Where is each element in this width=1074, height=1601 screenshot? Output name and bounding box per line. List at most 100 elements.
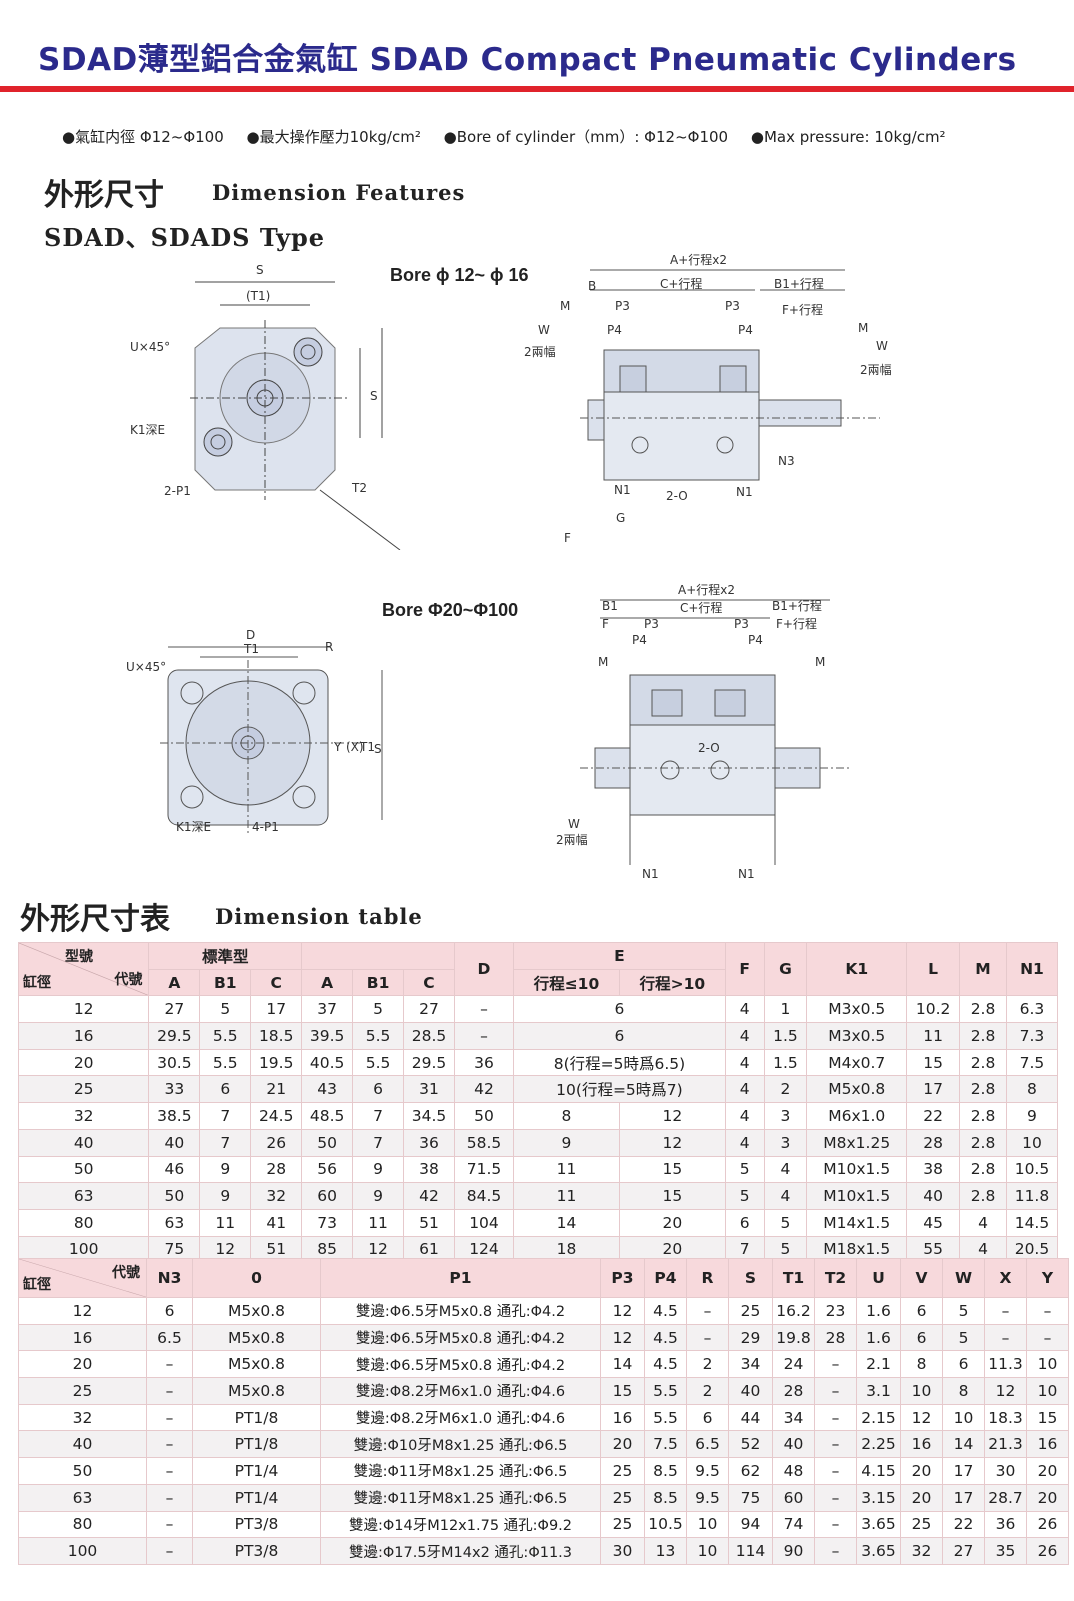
table-cell: 16: [1026, 1430, 1069, 1459]
table-cell: 36: [403, 1128, 455, 1157]
table-cell: 3.65: [856, 1510, 901, 1539]
table-cell: 29: [728, 1323, 773, 1352]
table-cell: 43: [301, 1075, 354, 1104]
table-cell: 雙邊:Φ6.5牙M5x0.8 通孔:Φ4.2: [320, 1323, 601, 1352]
dim-w-right: W: [876, 339, 888, 353]
dim-w-left: W: [538, 323, 550, 337]
table-cell: 8: [513, 1102, 620, 1130]
table-cell: 25: [600, 1483, 645, 1512]
dim-t1-side: T1: [359, 740, 375, 754]
table-cell: 12: [600, 1323, 645, 1352]
dim-p4-large-right: P4: [748, 633, 763, 647]
table-cell: 50: [148, 1182, 201, 1210]
table-cell: –: [984, 1297, 1027, 1325]
table-cell: 28: [250, 1155, 303, 1184]
table-cell: 32: [18, 1403, 147, 1432]
table-cell: 20: [1026, 1483, 1069, 1512]
table-cell: 雙邊:Φ17.5牙M14x2 通孔:Φ11.3: [320, 1537, 601, 1565]
table-cell: 62: [728, 1457, 773, 1485]
table-cell: 37: [301, 995, 354, 1024]
table-cell: 6: [686, 1403, 729, 1432]
table-cell: 1.5: [763, 1048, 808, 1077]
table-cell: 2.8: [959, 1048, 1007, 1077]
side-view-large-drawing: A+行程x2 B1 C+行程 B1+行程 F P3 P3 F+行程 P4 P4 …: [556, 582, 850, 880]
table-cell: 7: [352, 1102, 405, 1130]
dim-w2-large: 2兩幅: [556, 832, 588, 847]
table-cell: 10: [942, 1403, 985, 1432]
dim-b-label: B: [588, 279, 596, 293]
table-cell: 20: [1026, 1457, 1069, 1485]
table-cell: 4: [724, 1022, 765, 1050]
dim-b1-stroke-large: B1+行程: [772, 598, 822, 613]
table1-l-header: L: [906, 941, 961, 997]
table-cell: –: [814, 1457, 857, 1485]
dim-m-right: M: [858, 321, 868, 335]
table-cell: M14x1.5: [806, 1208, 908, 1237]
table-cell: 11.8: [1005, 1182, 1059, 1210]
table-cell: 6: [352, 1075, 405, 1104]
table2-p3-header: P3: [600, 1258, 645, 1298]
table-cell: 11: [513, 1182, 620, 1210]
table-cell: 4: [959, 1208, 1007, 1237]
table1-f-header: F: [724, 941, 765, 997]
page-title: SDAD薄型鋁合金氣缸 SDAD Compact Pneumatic Cylin…: [38, 42, 1017, 78]
dim-p3-large-right: P3: [734, 617, 749, 631]
table-cell: 32: [250, 1182, 303, 1210]
table-cell: 12: [618, 1128, 726, 1157]
dim-f-label: F: [564, 531, 571, 545]
table-cell: –: [146, 1350, 193, 1379]
table-cell: 8: [942, 1377, 985, 1405]
table-cell: 雙邊:Φ8.2牙M6x1.0 通孔:Φ4.6: [320, 1377, 601, 1405]
table-cell: 16.2: [772, 1297, 815, 1325]
table-cell: 6: [900, 1297, 943, 1325]
dim-p4-right: P4: [738, 323, 753, 337]
table-cell: 2.8: [959, 1075, 1007, 1104]
table-cell: 19.8: [772, 1323, 815, 1352]
dim-n1-left: N1: [614, 483, 631, 497]
table-cell: 80: [17, 1208, 150, 1237]
bore-label-small: Bore ϕ 12~ ϕ 16: [390, 265, 529, 285]
table-cell: 6.5: [146, 1323, 193, 1352]
table-cell: PT1/8: [192, 1430, 321, 1459]
dim-k1e-label: K1深E: [176, 820, 211, 834]
table-section-title-en: Dimension table: [215, 904, 423, 929]
table-cell: 10: [900, 1377, 943, 1405]
table-cell: 20: [900, 1483, 943, 1512]
table-cell: 40: [728, 1377, 773, 1405]
dim-y-label: Y: [333, 740, 342, 754]
table-cell: 9.5: [686, 1483, 729, 1512]
table-cell: 7.5: [1005, 1048, 1059, 1077]
dim-t1-top: T1: [243, 642, 259, 656]
table-cell: 40: [906, 1182, 961, 1210]
side-view-small-drawing: A+行程x2 B M C+行程 B1+行程 P3 P3 F+行程 P4 P4 W…: [524, 252, 892, 545]
dim-m-large-right: M: [815, 655, 825, 669]
table-cell: 9: [513, 1128, 620, 1157]
table-cell: 104: [453, 1208, 515, 1237]
table-cell: 5.5: [644, 1403, 687, 1432]
table-cell: 15: [600, 1377, 645, 1405]
dim-d-label: D: [246, 628, 255, 642]
table-cell: 4: [724, 1075, 765, 1104]
table-cell: 8: [900, 1350, 943, 1379]
table-section-title-cn: 外形尺寸表: [20, 902, 170, 937]
table-cell: 3.15: [856, 1483, 901, 1512]
table-cell: 40: [18, 1430, 147, 1459]
dim-k1-label: K1深E: [130, 423, 165, 437]
table-cell: 100: [18, 1537, 147, 1565]
table-cell: 94: [728, 1510, 773, 1539]
table-cell: 12: [17, 995, 150, 1024]
table-cell: 10.5: [644, 1510, 687, 1539]
table1-d-header: D: [453, 941, 515, 997]
table-cell: –: [814, 1537, 857, 1565]
dim-s-large: S: [374, 742, 382, 756]
table-cell: 22: [906, 1102, 961, 1130]
table-cell: 45: [906, 1208, 961, 1237]
section-title-en: Dimension Features: [212, 180, 466, 205]
table-cell: 6.5: [686, 1430, 729, 1459]
